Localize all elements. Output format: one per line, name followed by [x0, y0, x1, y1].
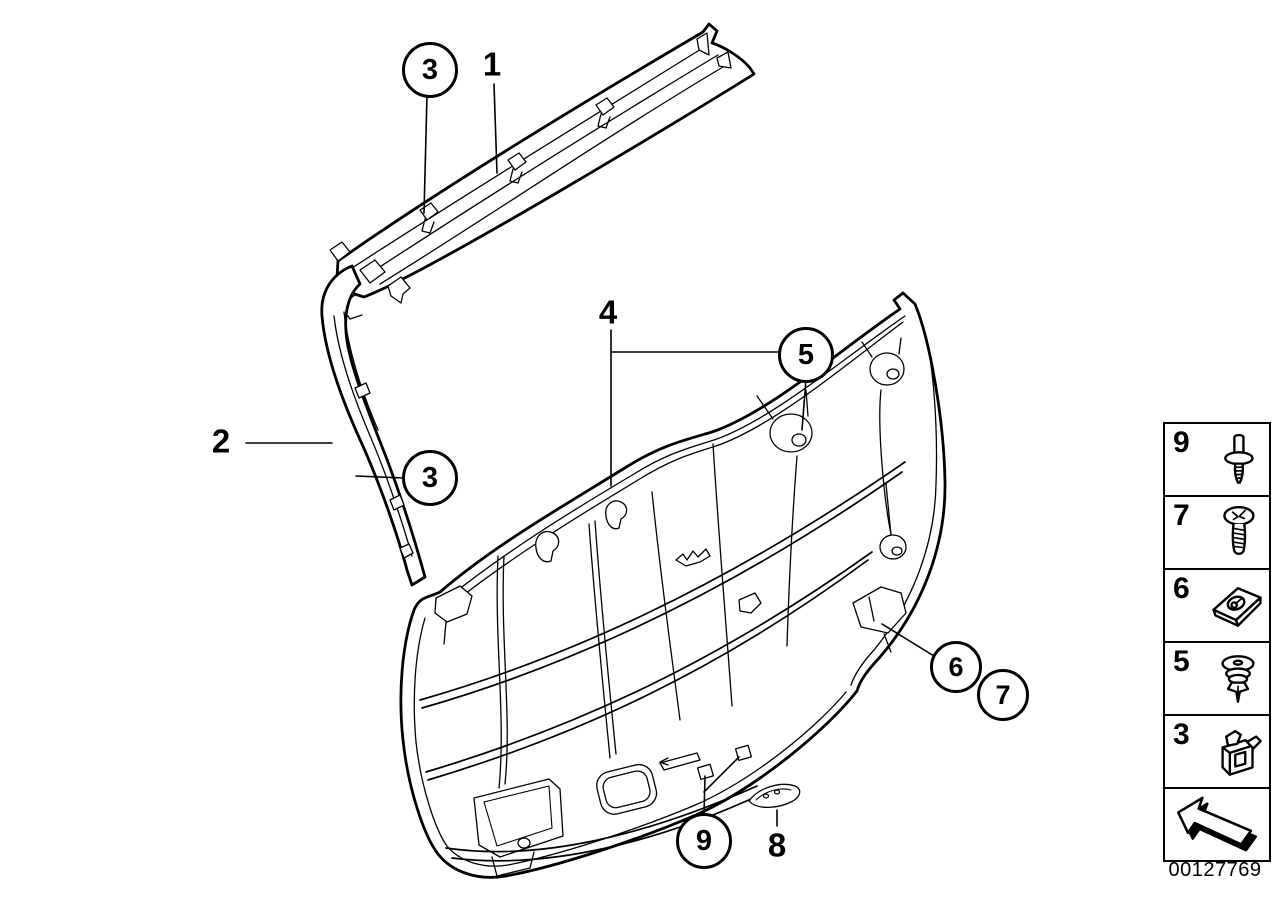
legend-ref: 5 — [1173, 645, 1190, 678]
main-trim-panel — [399, 291, 947, 879]
legend-ref: 9 — [1173, 426, 1190, 459]
callout-3-side-strip[interactable]: 3 — [402, 450, 458, 506]
legend-ref: 7 — [1173, 499, 1190, 532]
cover-cap-part — [748, 783, 801, 809]
callout-4[interactable]: 4 — [598, 293, 618, 331]
upper-trim-strip — [329, 22, 756, 320]
legend-back-arrow[interactable] — [1165, 789, 1269, 860]
callout-5[interactable]: 5 — [778, 327, 834, 383]
fastener-legend: 9 7 6 — [1163, 422, 1271, 862]
image-number: 00127769 — [1168, 859, 1262, 881]
expanding-rivet-icon — [1221, 654, 1255, 703]
back-arrow-icon — [1176, 796, 1258, 851]
legend-item-blind-rivet[interactable]: 9 — [1165, 424, 1269, 497]
legend-item-clip-nut[interactable]: 6 — [1165, 570, 1269, 643]
clip-nut-icon — [1212, 586, 1262, 627]
callout-6[interactable]: 6 — [930, 641, 982, 693]
legend-item-retaining-clip[interactable]: 3 — [1165, 716, 1269, 789]
legend-ref: 3 — [1173, 718, 1190, 751]
legend-item-expanding-rivet[interactable]: 5 — [1165, 643, 1269, 716]
leader-lines — [245, 83, 935, 827]
legend-ref: 6 — [1173, 572, 1190, 605]
callout-2[interactable]: 2 — [211, 422, 231, 460]
left-trim-strip — [320, 259, 427, 587]
callout-8[interactable]: 8 — [767, 826, 787, 864]
callout-1[interactable]: 1 — [482, 45, 502, 83]
callout-7[interactable]: 7 — [977, 669, 1029, 721]
retaining-clip-icon — [1221, 729, 1262, 776]
screw-icon — [1223, 505, 1255, 555]
blind-rivet-icon — [1224, 433, 1254, 484]
callout-3-upper-strip[interactable]: 3 — [402, 42, 458, 98]
callout-9[interactable]: 9 — [676, 813, 732, 869]
legend-item-screw[interactable]: 7 — [1165, 497, 1269, 570]
